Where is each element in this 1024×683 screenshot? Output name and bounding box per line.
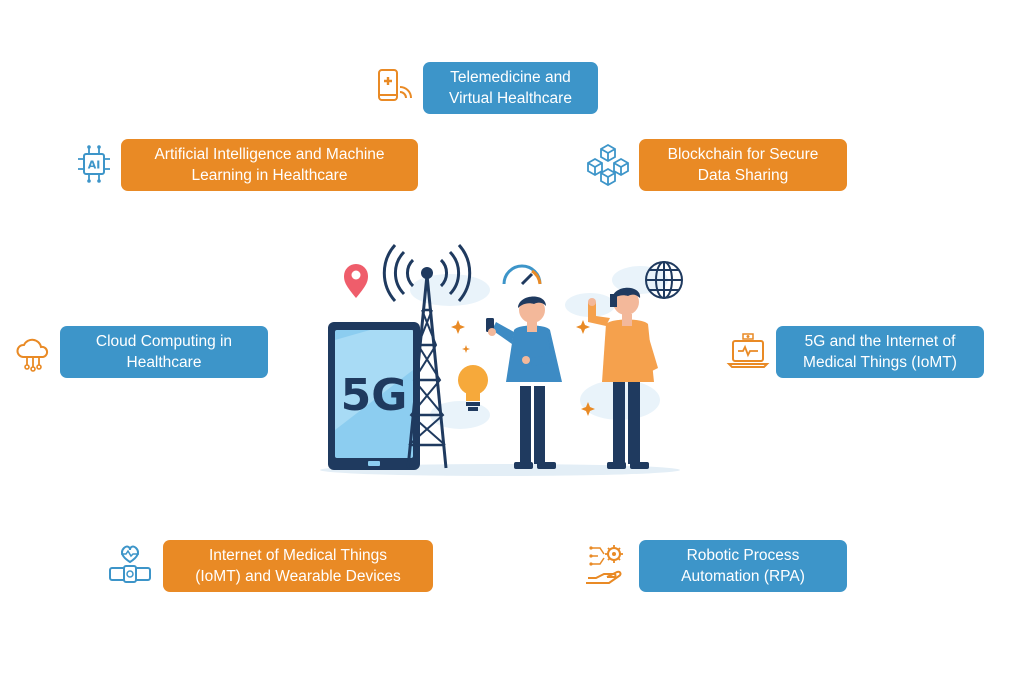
robotic-hand-gear-icon [586, 545, 623, 584]
wearables-line1: Internet of Medical Things [208, 547, 388, 564]
5g-iomt-line2: Medical Things (IoMT) [803, 354, 957, 371]
ai-ml-line2: Learning in Healthcare [191, 167, 348, 184]
speedometer-icon [502, 264, 542, 286]
svg-text:AI: AI [88, 159, 101, 172]
rpa-line2: Automation (RPA) [681, 568, 805, 585]
wearables-box: Internet of Medical Things (IoMT) and Wea… [163, 540, 433, 592]
5g-iomt-line1: 5G and the Internet of [804, 333, 956, 350]
blockchain-cubes-icon [587, 143, 629, 186]
ai-chip-icon: AI [78, 145, 110, 183]
tablet: 5G [328, 322, 420, 470]
ai-ml-line1: Artificial Intelligence and Machine [154, 146, 385, 163]
wearables-line2: (IoMT) and Wearable Devices [195, 568, 401, 585]
person-with-phone [486, 296, 562, 469]
wearable-heart-icon [109, 545, 151, 583]
center-illustration: 5G [320, 244, 683, 476]
lightbulb-icon [458, 365, 488, 411]
person-on-call [588, 287, 658, 469]
5g-iomt-box: 5G and the Internet of Medical Things (Io… [776, 326, 984, 378]
telemedicine-line1: Telemedicine and [450, 69, 571, 86]
5g-label: 5G [341, 370, 408, 421]
globe-icon [645, 261, 683, 299]
rpa-line1: Robotic Process [686, 547, 800, 564]
cloud-computing-box: Cloud Computing in Healthcare [60, 326, 268, 378]
blockchain-line2: Data Sharing [697, 167, 789, 184]
location-pin-icon [344, 264, 368, 298]
sparkle-decoration [451, 320, 595, 416]
antenna-top [421, 267, 433, 279]
blockchain-line1: Blockchain for Secure [667, 146, 819, 163]
antenna-tower [406, 274, 448, 469]
cloud-computing-line2: Healthcare [126, 354, 202, 371]
cloud-computing-line1: Cloud Computing in [95, 333, 233, 350]
cloud-network-icon [16, 338, 49, 372]
signal-waves-icon [382, 244, 472, 302]
smartphone-medical-icon [378, 69, 412, 101]
laptop-medical-icon [726, 333, 770, 368]
telemedicine-line2: Virtual Healthcare [449, 90, 572, 107]
